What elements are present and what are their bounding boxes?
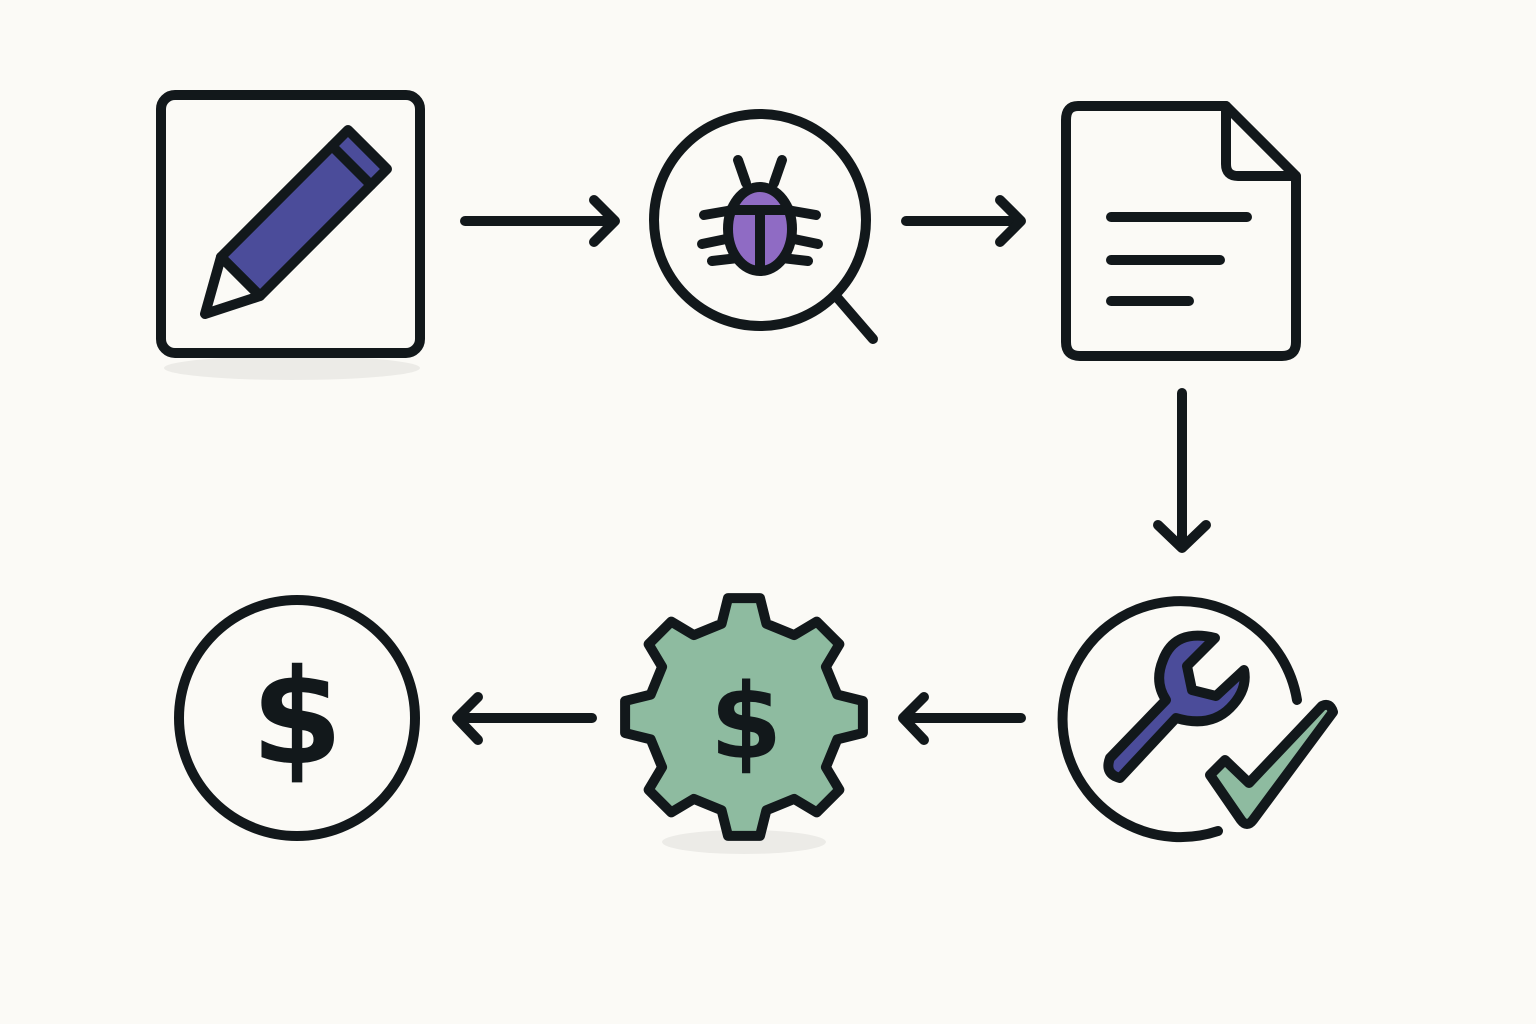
edge-test-document — [901, 195, 1026, 247]
wrench-icon — [1103, 630, 1250, 783]
edge-document-fix — [1153, 388, 1211, 553]
gear-dollar-icon — [620, 593, 868, 841]
coin-dollar-sign: $ — [251, 641, 343, 795]
pencil-node-frame — [156, 90, 425, 358]
bug-icon — [697, 155, 823, 276]
bug-search-node — [649, 109, 878, 344]
pencil-icon — [200, 125, 392, 319]
edge-write-test — [460, 195, 620, 247]
document-node — [1061, 101, 1301, 361]
gear-dollar-sign: $ — [710, 661, 782, 783]
document-icon — [1061, 101, 1301, 361]
wrench-check-icon — [1057, 596, 1338, 843]
wrench-check-node — [1057, 596, 1338, 843]
dollar-coin-node — [174, 595, 420, 841]
pencil-node — [156, 90, 425, 380]
check-icon — [1205, 699, 1338, 829]
edge-monetize-revenue — [452, 692, 597, 745]
dollar-coin-icon — [174, 595, 420, 841]
bug-search-icon — [649, 109, 878, 344]
edge-fix-monetize — [898, 692, 1026, 745]
gear-dollar-node — [620, 593, 868, 854]
